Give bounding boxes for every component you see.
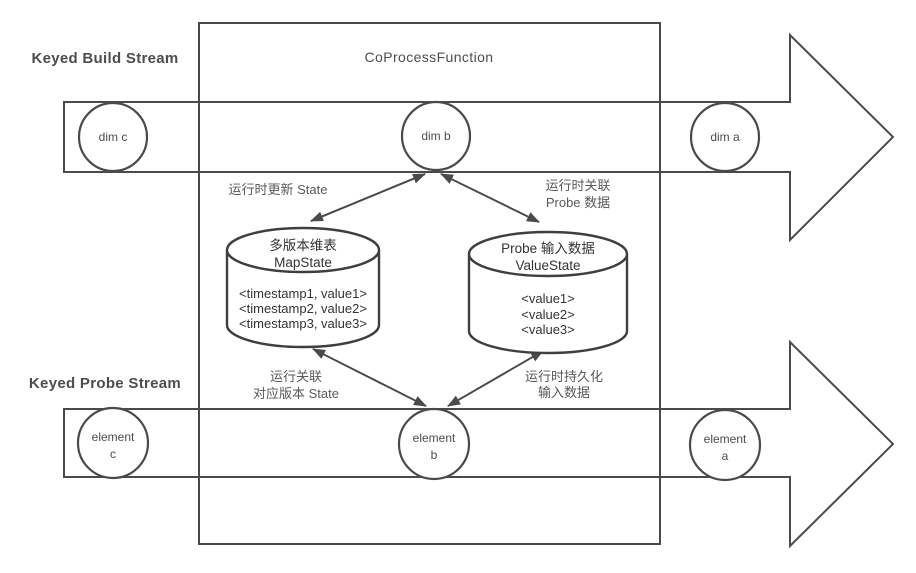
coprocess-function-title: CoProcessFunction [365, 49, 494, 65]
node-element-c: element c [76, 406, 150, 480]
node-element-a: element a [688, 408, 762, 482]
cylinder-map-state-title-2: MapState [274, 255, 332, 270]
node-dim-a: dim a [689, 101, 761, 173]
node-element-b-label-2: b [431, 448, 438, 462]
node-dim-b-label: dim b [421, 129, 451, 143]
node-element-b: element b [397, 407, 471, 481]
connector-update-state [310, 173, 426, 222]
cylinder-value-state-title-1: Probe 输入数据 [501, 241, 595, 256]
cylinder-map-state-title-1: 多版本维表 [269, 237, 337, 253]
probe-stream-label: Keyed Probe Stream [29, 375, 181, 392]
cylinder-map-state-body [225, 250, 381, 349]
cylinder-map-state-row: <timestamp1, value1> [239, 286, 367, 301]
cylinder-map-state-row: <timestamp2, value2> [239, 301, 367, 316]
cylinder-value-state-row: <value3> [521, 322, 575, 337]
label-read-state-line1: 运行关联 [270, 369, 322, 384]
connector-join-probe [440, 173, 540, 223]
cylinder-value-state-row: <value2> [521, 307, 575, 322]
cylinder-value-state-row: <value1> [521, 291, 575, 306]
cylinder-map-state-top [225, 226, 381, 274]
node-element-a-label-1: element [704, 432, 747, 446]
node-element-c-label-2: c [110, 447, 116, 461]
label-update-state: 运行时更新 State [229, 182, 328, 197]
coprocess-function-box [198, 22, 661, 545]
connector-persist-input [447, 350, 544, 407]
node-dim-a-label: dim a [710, 130, 740, 144]
node-element-c-label-1: element [92, 430, 135, 444]
cylinder-map-state: 多版本维表 MapState <timestamp1, value1> <tim… [225, 226, 381, 349]
build-stream-label: Keyed Build Stream [31, 50, 178, 67]
build-stream-arrow [63, 32, 895, 243]
cylinder-value-state-title-2: ValueState [515, 258, 580, 273]
label-persist-input-line2: 输入数据 [538, 385, 590, 400]
node-element-a-label-2: a [722, 449, 729, 463]
label-join-probe-line1: 运行时关联 [545, 178, 610, 193]
label-persist-input-line1: 运行时持久化 [525, 369, 603, 384]
probe-stream-arrow [63, 339, 895, 549]
node-dim-b: dim b [400, 100, 472, 172]
connector-read-state [312, 348, 427, 407]
cylinder-map-state-row: <timestamp3, value3> [239, 316, 367, 331]
cylinder-value-state-top [467, 230, 629, 278]
node-dim-c-label: dim c [99, 130, 128, 144]
label-join-probe-line2: Probe 数据 [546, 195, 610, 210]
cylinder-value-state-body [467, 254, 629, 355]
cylinder-value-state: Probe 输入数据 ValueState <value1> <value2> … [467, 230, 629, 355]
node-dim-c: dim c [77, 101, 149, 173]
node-element-b-label-1: element [413, 431, 456, 445]
label-read-state-line2: 对应版本 State [253, 386, 339, 401]
